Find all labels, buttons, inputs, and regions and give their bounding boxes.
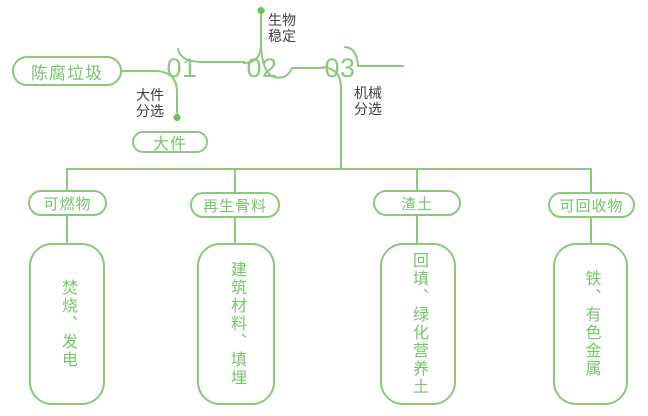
detail-text: 建筑材料、填埋 [228, 261, 245, 387]
step-number-02: 02 [246, 52, 278, 83]
line-03-exit [344, 46, 404, 67]
detail-box-recyclables: 铁、有色金属 [553, 243, 628, 405]
detail-box-recycled-aggregate: 建筑材料、填埋 [197, 243, 275, 405]
step-label-bulky-sorting: 大件分选 [136, 87, 164, 119]
bulky-item-pill: 大件 [132, 131, 208, 153]
line-02-to-03 [260, 43, 324, 79]
step-number-03: 03 [324, 52, 356, 83]
line-03-drop [322, 66, 342, 170]
step-label-mechanical-sorting: 机械分选 [354, 85, 382, 117]
bulky-drop-dot [173, 113, 181, 122]
category-pill-slag-soil: 渣土 [373, 190, 461, 216]
branch-bus [66, 168, 592, 194]
line-01-to-02 [177, 48, 245, 63]
category-pill-recyclables: 可回收物 [548, 192, 635, 218]
source-pill: 陈腐垃圾 [12, 56, 122, 86]
detail-text: 回填、绿化营养土 [410, 252, 427, 396]
category-pill-recycled-aggregate: 再生骨料 [190, 192, 280, 218]
bio-stem-dot [257, 6, 265, 15]
line-source-to-01 [121, 70, 178, 114]
category-pill-combustibles: 可燃物 [28, 190, 107, 216]
detail-text: 焚烧、发电 [59, 279, 76, 369]
step-number-01: 01 [166, 52, 198, 83]
detail-text: 铁、有色金属 [582, 270, 600, 378]
detail-box-slag-soil: 回填、绿化营养土 [380, 243, 456, 405]
step-label-bio-stabilization: 生物稳定 [268, 12, 296, 44]
detail-box-combustibles: 焚烧、发电 [29, 243, 105, 405]
